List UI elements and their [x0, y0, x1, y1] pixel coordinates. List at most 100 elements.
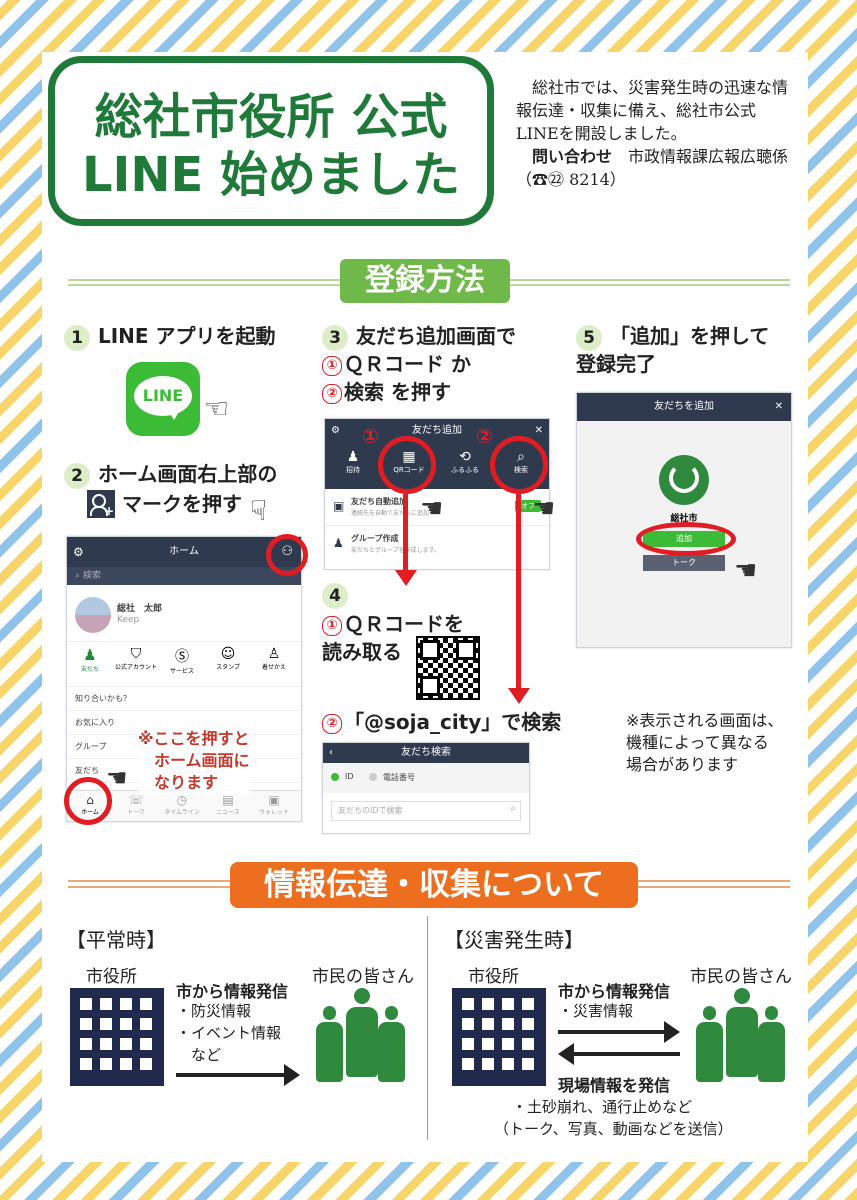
- group-title: グループ作成: [351, 534, 399, 543]
- step2-number: 2: [64, 462, 90, 489]
- window: [80, 1038, 92, 1050]
- window: [80, 1018, 92, 1030]
- window: [482, 998, 494, 1010]
- line-app-icon[interactable]: LINE: [126, 362, 200, 436]
- gear-icon[interactable]: ⚙: [73, 545, 84, 559]
- step2-line2: マークを押す: [122, 492, 242, 516]
- window: [462, 1038, 474, 1050]
- nav-news[interactable]: ▤ニュース: [205, 793, 251, 816]
- add-screen-mock: 友だちを追加 ✕ 総社市 追加 トーク: [576, 392, 792, 648]
- person-head: [322, 1006, 337, 1020]
- window: [100, 998, 112, 1010]
- gear-icon[interactable]: ⚙: [331, 425, 340, 436]
- group-row[interactable]: ♟ グループ作成 友だちとグループを作成します。: [325, 526, 549, 562]
- title-line-1: 総社市役所 公式: [94, 89, 448, 145]
- shield-icon: ⛉: [130, 646, 142, 662]
- nav-talk[interactable]: ☏トーク: [113, 793, 159, 816]
- step4-line2: 読み取る: [322, 640, 402, 664]
- friends-icon: ♟: [83, 646, 97, 664]
- normal-item: など: [176, 1046, 222, 1064]
- person-head: [384, 1006, 399, 1020]
- window: [80, 1058, 92, 1070]
- nav-wallet[interactable]: ▣ウォレット: [251, 793, 297, 816]
- home-search-bar[interactable]: ⌕ 検索: [67, 567, 301, 585]
- tab-theme[interactable]: ♙着せかえ: [251, 646, 297, 671]
- step4-search: ②「@soja_city」で検索: [322, 708, 561, 736]
- divider: [68, 880, 230, 882]
- brush-icon: ♙: [267, 646, 281, 662]
- nav-timeline[interactable]: ◷タイムライン: [159, 793, 205, 816]
- tab-official[interactable]: ⛉公式アカウント: [113, 646, 159, 671]
- list-item[interactable]: 知り合いかも？: [67, 687, 301, 711]
- home-note-line: ※ここを押すと: [138, 729, 250, 748]
- profile-name: 総社 太郎: [117, 604, 163, 614]
- home-note: ※ここを押すと ホーム画面に なります: [138, 728, 250, 794]
- search-input[interactable]: 友だちのIDで検索 ⌕: [331, 801, 521, 821]
- tab-shake[interactable]: ⟲ふるふる: [437, 449, 493, 475]
- window: [462, 1018, 474, 1030]
- person-head: [734, 988, 750, 1004]
- registration-banner: 登録方法: [340, 259, 510, 303]
- person-body: [316, 1022, 344, 1082]
- nav-timeline-label: タイムライン: [164, 809, 200, 816]
- step3-text-1: 友だち追加画面で: [356, 324, 516, 348]
- auto-add-toggle[interactable]: オフ: [515, 500, 541, 512]
- soja-logo-mark: [669, 463, 699, 493]
- search-icon[interactable]: ⌕: [510, 803, 516, 814]
- step5-text-1: 「追加」を押して: [610, 324, 770, 348]
- home-note-line: なります: [154, 773, 219, 792]
- disaster-receive-item: ・土砂崩れ、通行止めなど: [512, 1098, 693, 1116]
- pointing-hand-icon-3: ☚: [106, 764, 128, 792]
- section-divider: [427, 916, 428, 1140]
- radio-unselected[interactable]: [369, 773, 377, 781]
- talk-button[interactable]: トーク: [643, 555, 725, 571]
- person-head: [354, 988, 370, 1004]
- line-logo-text: LINE: [142, 386, 184, 405]
- highlight-ring: [64, 777, 112, 825]
- wallet-icon: ▣: [268, 793, 280, 807]
- window: [140, 998, 152, 1010]
- pointing-hand-icon-4: ☚: [420, 494, 444, 524]
- intro-text: 総社市では、災害発生時の迅速な情報伝達・収集に備え、総社市公式LINEを開設しま…: [516, 76, 796, 191]
- window: [120, 998, 132, 1010]
- tab-friends[interactable]: ♟友だち: [67, 646, 113, 673]
- window: [100, 1058, 112, 1070]
- tab-stamp[interactable]: ☺スタンプ: [205, 646, 251, 671]
- arrow-left: [572, 1052, 680, 1056]
- window: [522, 1058, 534, 1070]
- window: [502, 1018, 514, 1030]
- divider-right: [510, 279, 790, 281]
- search-header: ‹ 友だち検索: [323, 743, 529, 763]
- arrow-search: [516, 494, 521, 690]
- auto-add-sub: 連絡先を自動で友だちに追加: [351, 510, 430, 517]
- tab-shake-label: ふるふる: [451, 466, 479, 474]
- back-icon[interactable]: ‹: [329, 747, 333, 758]
- pointing-hand-icon-5: ☚: [532, 494, 556, 524]
- auto-add-row[interactable]: ▣ 友だち自動追加 連絡先を自動で友だちに追加 オフ: [325, 489, 549, 526]
- window: [462, 998, 474, 1010]
- marker-1: ①: [362, 424, 379, 448]
- disaster-receive-items: ・土砂崩れ、通行止めなど （トーク、写真、動画などを送信）: [494, 1096, 733, 1140]
- pointing-hand-icon: ☜: [204, 392, 230, 425]
- window: [140, 1058, 152, 1070]
- window: [522, 1038, 534, 1050]
- shake-icon: ⟲: [459, 449, 471, 465]
- normal-city-label: 市役所: [86, 967, 137, 987]
- tab-invite[interactable]: ♟招待: [325, 449, 381, 475]
- radio-selected[interactable]: [331, 773, 339, 781]
- close-icon[interactable]: ✕: [774, 401, 783, 412]
- soja-logo: [659, 455, 709, 505]
- city-hall-icon-2: [452, 988, 546, 1086]
- service-icon: Ⓢ: [175, 649, 189, 665]
- disclaimer-line: 機種によって異なる: [626, 733, 769, 752]
- close-icon[interactable]: ✕: [534, 425, 543, 436]
- home-profile[interactable]: 総社 太郎 Keep: [67, 585, 301, 642]
- nav-talk-label: トーク: [126, 809, 145, 816]
- normal-item: ・イベント情報: [176, 1024, 282, 1042]
- contact-text: 市政情報課広報広聴係（☎㉒ 8214）: [516, 147, 789, 189]
- highlight-ring: [266, 534, 308, 576]
- highlight-ring: [636, 522, 736, 556]
- disclaimer-line: ※表示される画面は、: [626, 711, 784, 730]
